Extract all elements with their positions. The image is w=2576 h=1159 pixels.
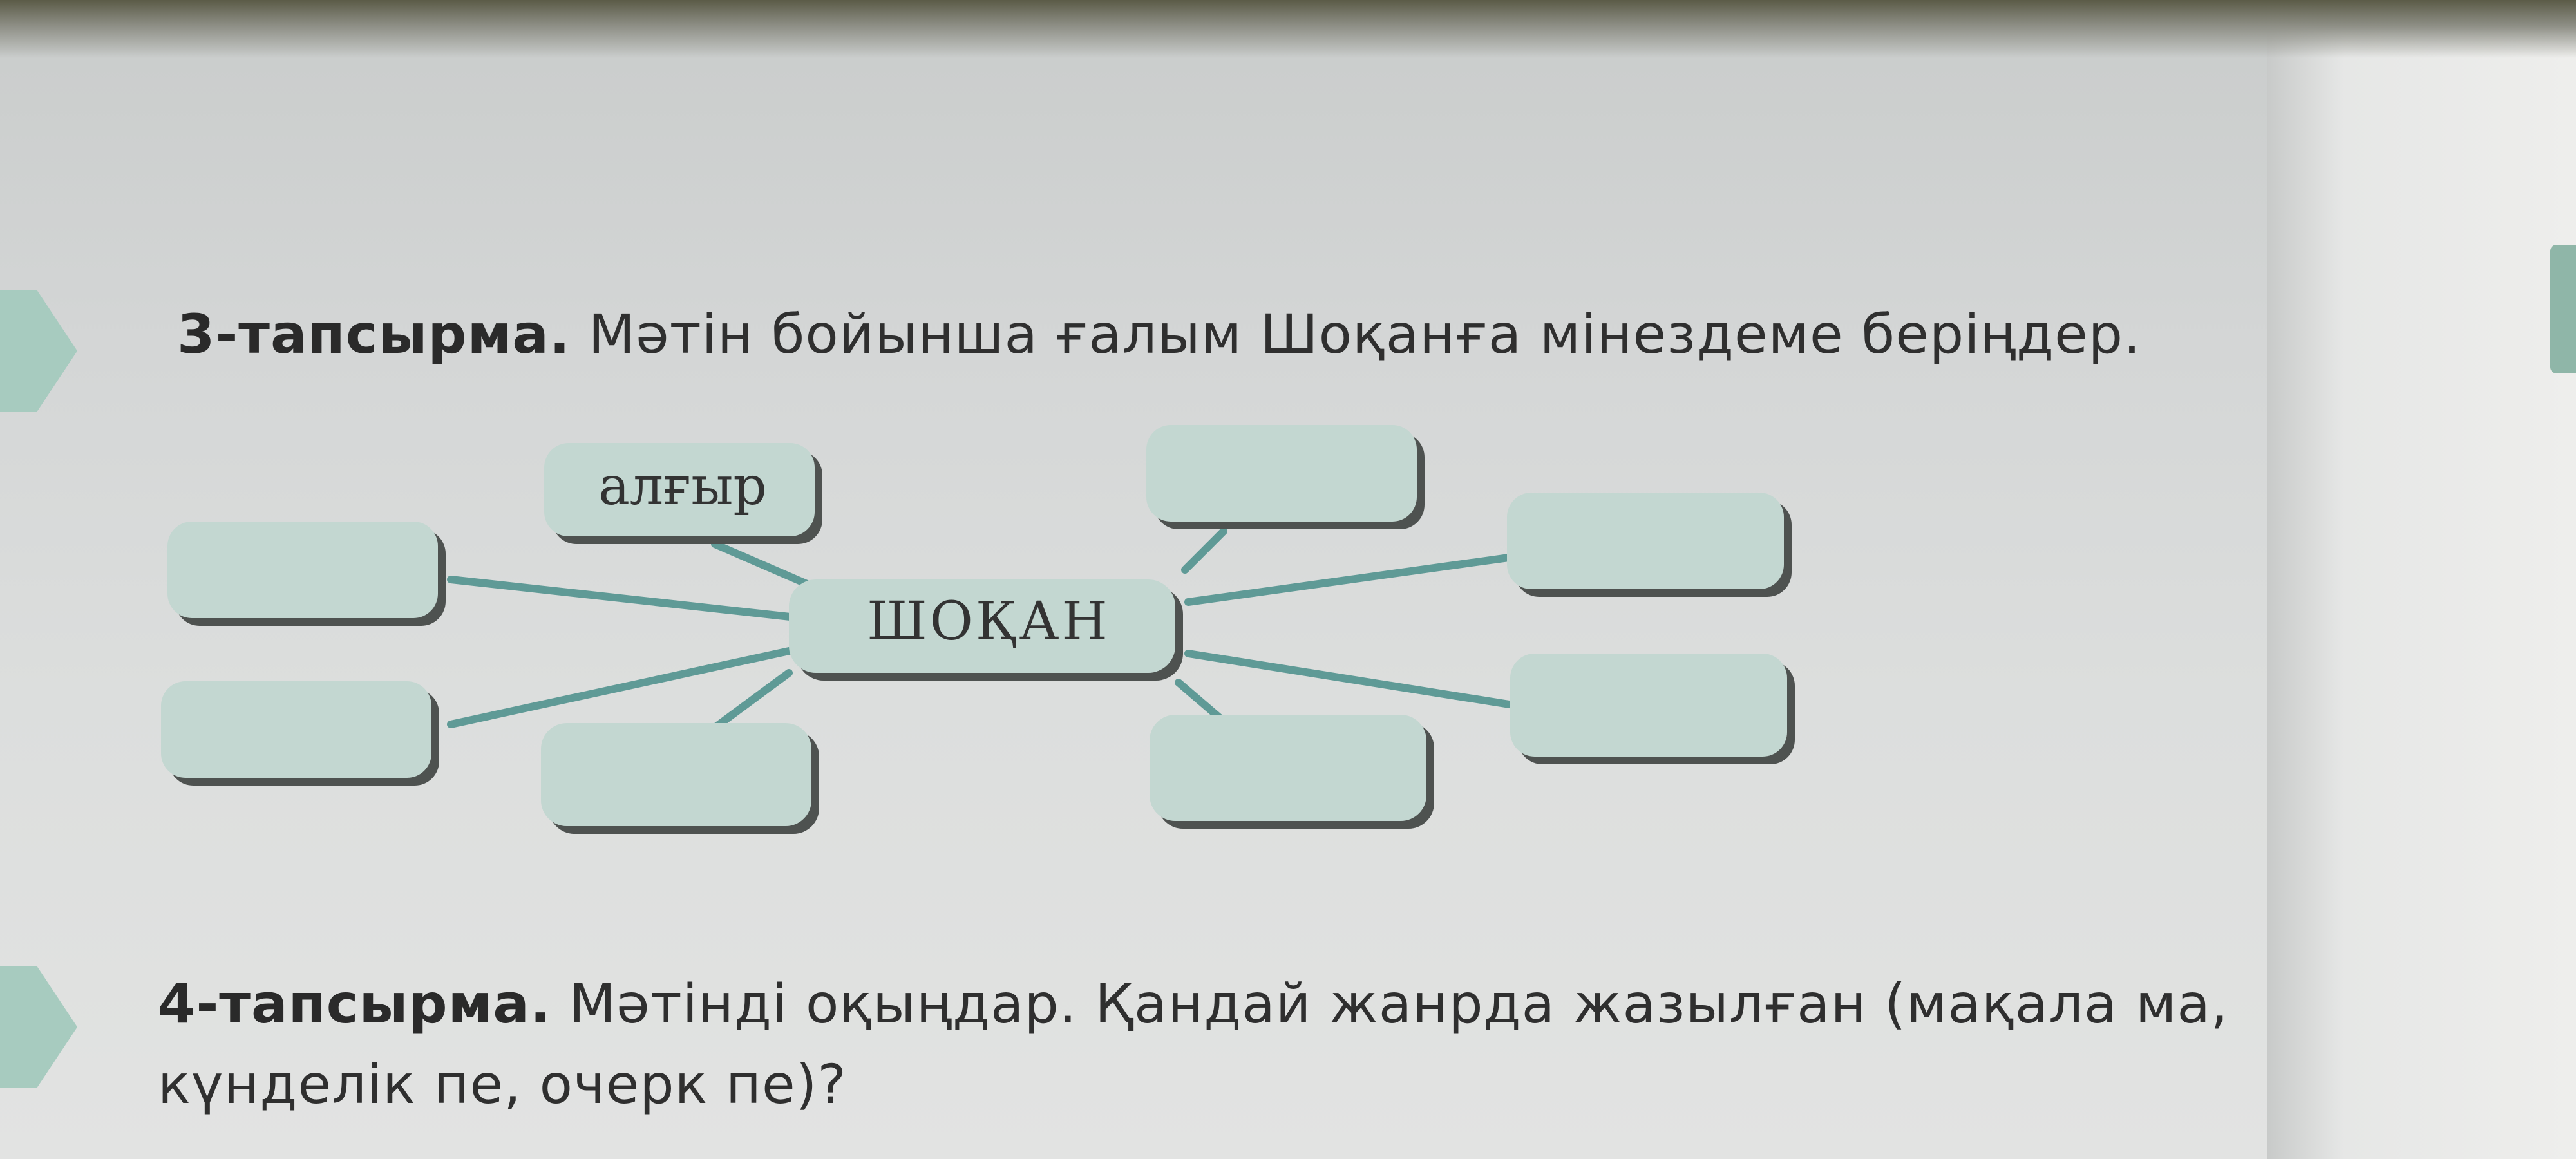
- connector-top-right-1: [1181, 527, 1227, 574]
- node-bottom-right-1: [1150, 715, 1434, 829]
- next-page-edge: [2267, 26, 2576, 1159]
- task-3-text: Мәтін бойынша ғалым Шоқанға мінездеме бе…: [588, 303, 2141, 366]
- nodes: [161, 425, 1795, 834]
- node-center-label: ШОҚАН: [867, 591, 1110, 652]
- connector-bottom-right-2: [1184, 650, 1517, 709]
- task-3-number: 3-тапсырма.: [177, 303, 571, 366]
- node-top-right-1: [1146, 425, 1425, 529]
- task-4-instruction-line1: 4-тапсырма. Мәтінді оқыңдар. Қандай жанр…: [158, 972, 2229, 1035]
- node-top-right-2: [1507, 493, 1792, 597]
- node-bottom-left: [541, 723, 819, 834]
- task-4-text-line1: Мәтінді оқыңдар. Қандай жанрда жазылған …: [569, 972, 2229, 1035]
- connector-left-top: [447, 576, 806, 622]
- next-page-marker: [2550, 245, 2576, 373]
- node-algyr: [544, 443, 822, 544]
- connector-algyr: [711, 540, 815, 590]
- task-4-text-line2: күнделік пе, очерк пе)?: [158, 1053, 848, 1116]
- node-algyr-label: алғыр: [598, 456, 767, 517]
- node-left-bottom: [161, 681, 439, 786]
- connector-left-bottom: [447, 646, 796, 728]
- connector-top-right-2: [1184, 553, 1517, 606]
- book-shadow: [0, 0, 2576, 58]
- node-bottom-right-2: [1510, 654, 1795, 764]
- node-left-top: [167, 522, 446, 626]
- connector-bottom-left: [711, 669, 793, 731]
- task-4-number: 4-тапсырма.: [158, 972, 551, 1035]
- node-center: [789, 580, 1183, 681]
- task-3-instruction: 3-тапсырма. Мәтін бойынша ғалым Шоқанға …: [177, 303, 2141, 366]
